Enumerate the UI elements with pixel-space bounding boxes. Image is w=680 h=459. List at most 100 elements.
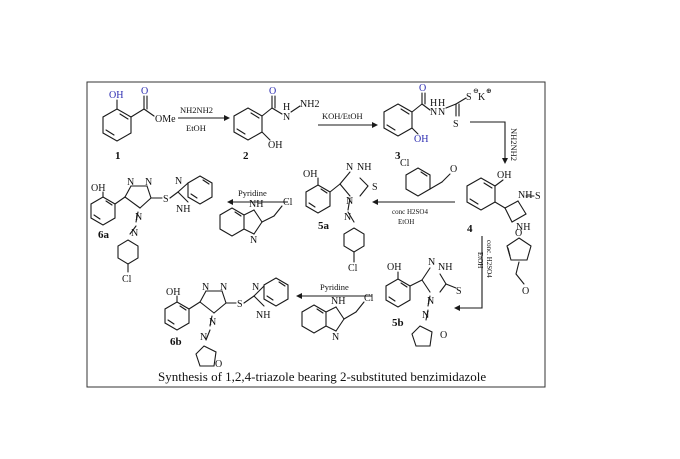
atom-oh: OH: [497, 170, 511, 181]
atom-s: S: [163, 194, 169, 205]
atom-h: H: [438, 98, 445, 109]
chloromethyl-benzimidazole-top: NH N Cl: [219, 197, 293, 246]
atom-o: O: [515, 228, 522, 239]
atom-nh2: NH2: [300, 99, 319, 110]
chloromethyl-benzimidazole-bottom: NH N Cl: [301, 293, 374, 343]
arrow-7-head: [296, 293, 302, 299]
arrow-3-head: [502, 158, 508, 164]
atom-n: N: [200, 332, 207, 343]
atom-oh: OH: [109, 90, 123, 101]
compound-2-structure: O H N NH2 OH: [233, 86, 319, 151]
atom-n: N: [135, 212, 142, 223]
atom-nh: NH: [176, 204, 190, 215]
reagent-5: Pyridine: [238, 188, 267, 198]
atom-n: N: [427, 296, 434, 307]
compound-3-structure: O H N H N S ⊖ K ⊕ S OH: [383, 83, 492, 145]
atom-s: S: [237, 299, 243, 310]
atom-n: N: [344, 212, 351, 223]
atom-cl: Cl: [364, 293, 374, 304]
atom-oh: OH: [268, 140, 282, 151]
atom-n: N: [145, 177, 152, 188]
atom-s: S: [456, 286, 462, 297]
reagent-6-bottom: EtOH: [476, 252, 484, 268]
scheme-caption: Synthesis of 1,2,4-triazole bearing 2-su…: [158, 369, 486, 384]
atom-oh: OH: [414, 134, 428, 145]
compound-label-5a: 5a: [318, 220, 330, 232]
atom-n: N: [422, 310, 429, 321]
atom-oh: OH: [166, 287, 180, 298]
atom-cl: Cl: [400, 158, 410, 169]
atom-nh: NH: [249, 199, 263, 210]
atom-n: N: [438, 107, 445, 118]
atom-oh: OH: [303, 169, 317, 180]
reagent-6-top: conc. H2SO4: [485, 240, 493, 278]
atom-n: N: [346, 196, 353, 207]
arrow-6-head: [454, 305, 460, 311]
compound-label-1: 1: [115, 150, 121, 162]
atom-s: S: [466, 92, 472, 103]
reagent-4-top: conc H2SO4: [392, 208, 428, 216]
atom-o: O: [141, 86, 148, 97]
atom-nh: NH: [438, 262, 452, 273]
atom-n: N: [209, 317, 216, 328]
atom-nh: NH: [331, 296, 345, 307]
reagent-3: NH2NH2: [509, 128, 519, 161]
compound-label-3: 3: [395, 150, 401, 162]
atom-n: N: [428, 257, 435, 268]
compound-4-structure: OH NH S NH: [466, 170, 541, 233]
atom-n: N: [430, 107, 437, 118]
compound-5b-structure: OH N NH S N N O: [385, 257, 462, 347]
compound-label-5b: 5b: [392, 317, 404, 329]
atom-nh: NH: [516, 222, 530, 233]
atom-n: N: [175, 176, 182, 187]
reagent-1-bottom: EtOH: [186, 123, 206, 133]
charge-plus: ⊕: [486, 87, 492, 95]
atom-n: N: [332, 332, 339, 343]
arrow-5-head: [227, 199, 233, 205]
furfural-structure: O O: [506, 228, 532, 297]
compound-6a-structure: OH N N S N NH N N Cl: [90, 175, 213, 285]
arrow-2-head: [372, 122, 378, 128]
compound-label-2: 2: [243, 150, 249, 162]
reagent-2: KOH/EtOH: [322, 111, 363, 121]
compound-6b-structure: OH N N S N NH N N O: [164, 277, 289, 370]
compound-5a-structure: OH N NH S N N Cl: [303, 162, 378, 274]
atom-nh: NH: [256, 310, 270, 321]
atom-h: H: [283, 102, 290, 113]
atom-h: H: [430, 98, 437, 109]
atom-nh: NH: [357, 162, 371, 173]
atom-o: O: [450, 164, 457, 175]
arrow-1-head: [224, 115, 230, 121]
arrow-4-head: [372, 199, 378, 205]
atom-n: N: [250, 235, 257, 246]
atom-s: S: [453, 119, 459, 130]
atom-cl: Cl: [348, 263, 358, 274]
atom-n: N: [346, 162, 353, 173]
atom-n: N: [252, 282, 259, 293]
atom-oh: OH: [91, 183, 105, 194]
atom-ome: OMe: [155, 114, 176, 125]
charge-minus: ⊖: [473, 87, 479, 95]
atom-n: N: [220, 282, 227, 293]
scheme-frame: [86, 81, 546, 388]
atom-oh: OH: [387, 262, 401, 273]
atom-nh: NH: [518, 190, 532, 201]
compound-label-6b: 6b: [170, 336, 182, 348]
reagent-7: Pyridine: [320, 282, 349, 292]
chlorobenzaldehyde-structure: Cl O: [400, 158, 457, 197]
atom-o: O: [440, 330, 447, 341]
atom-n: N: [202, 282, 209, 293]
atom-n: N: [131, 228, 138, 239]
compound-1-structure: OH O OMe: [102, 86, 176, 142]
compound-label-6a: 6a: [98, 229, 110, 241]
atom-s: S: [535, 191, 541, 202]
atom-o: O: [522, 286, 529, 297]
atom-o: O: [215, 359, 222, 370]
atom-k: K: [478, 92, 486, 103]
reagent-1-top: NH2NH2: [180, 105, 213, 115]
atom-n: N: [127, 177, 134, 188]
compound-label-4: 4: [467, 223, 473, 235]
atom-s: S: [372, 182, 378, 193]
atom-cl: Cl: [283, 197, 293, 208]
